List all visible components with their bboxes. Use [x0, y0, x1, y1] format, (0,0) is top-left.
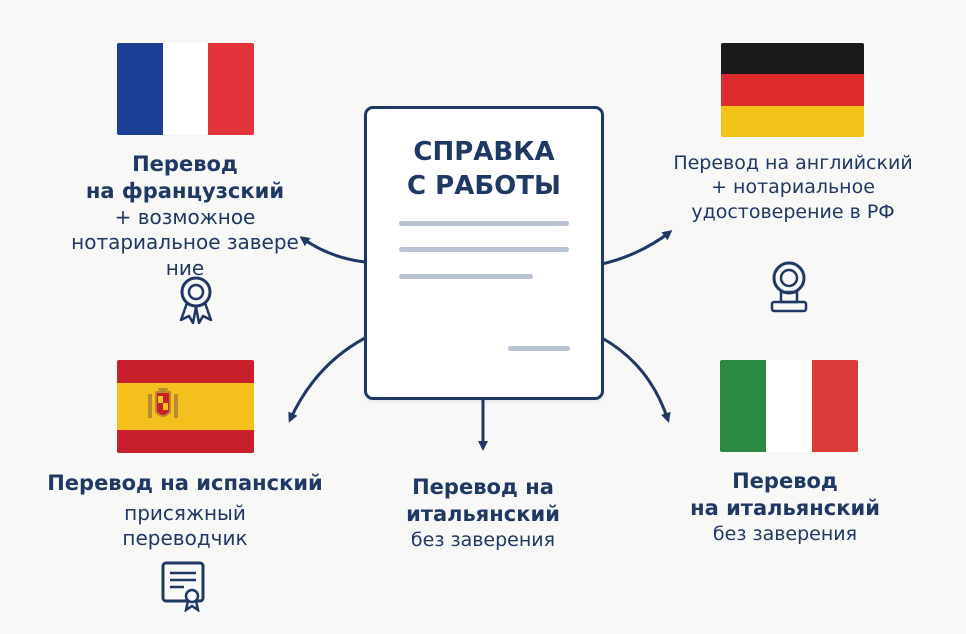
document-title-line2: С РАБОТЫ — [407, 171, 561, 202]
arrow-to-italy — [601, 336, 671, 423]
spain-caption-line: присяжный — [124, 500, 246, 525]
center-caption: Перевод на итальянский без заверения — [333, 474, 633, 552]
germany-caption: Перевод на английский + нотариальное удо… — [638, 151, 948, 224]
flag-stripe — [117, 383, 254, 430]
france-flag — [117, 43, 254, 135]
certificate-icon — [161, 561, 205, 612]
flag-stripe — [721, 74, 864, 106]
germany-flag — [721, 43, 864, 137]
spain-caption: Перевод на испанский присяжный переводчи… — [30, 470, 340, 552]
italy-caption-line: Перевод — [732, 469, 838, 493]
germany-caption-line: удостоверение в РФ — [691, 200, 895, 223]
document-title-line1: СПРАВКА — [413, 137, 555, 167]
center-caption-line: итальянский — [406, 501, 560, 526]
spain-flag — [117, 360, 254, 453]
document-signature-line — [508, 346, 570, 351]
flag-stripe — [117, 43, 163, 135]
flag-stripe — [208, 43, 254, 135]
center-caption-line: без заверения — [410, 528, 556, 551]
france-caption-line: + возможное — [114, 204, 256, 229]
arrow-to-germany — [601, 230, 673, 266]
germany-caption-line: Перевод на английский — [673, 152, 913, 174]
france-caption-line: Перевод — [132, 152, 238, 176]
flag-stripe — [721, 105, 864, 137]
flag-stripe — [117, 429, 254, 453]
document-card: СПРАВКА С РАБОТЫ — [364, 106, 604, 400]
flag-stripe — [812, 360, 858, 452]
flag-stripe — [766, 360, 812, 452]
award-ribbon-icon — [179, 276, 213, 324]
germany-caption-line: + нотариальное — [711, 176, 875, 199]
flag-stripe — [720, 360, 766, 452]
arrow-to-spain — [288, 336, 366, 423]
center-caption-line: Перевод на — [412, 475, 554, 499]
document-text-line — [399, 221, 569, 226]
seal-stamp-icon — [770, 261, 808, 313]
france-caption-line: ние — [165, 255, 205, 280]
arrow-to-france — [299, 236, 366, 264]
france-caption: Перевод на французский + возможное нотар… — [30, 151, 340, 282]
coat-of-arms-icon — [148, 388, 178, 418]
document-text-line — [399, 247, 569, 252]
france-caption-line: на французский — [85, 178, 285, 203]
italy-caption-line: без заверения — [712, 522, 858, 545]
document-text-line — [399, 274, 533, 279]
document-title: СПРАВКА С РАБОТЫ — [367, 135, 601, 204]
spain-caption-line: переводчик — [122, 526, 248, 551]
france-caption-line: нотариальное заверe — [71, 230, 299, 255]
flag-stripe — [721, 43, 864, 75]
italy-flag — [720, 360, 858, 452]
italy-caption-line: на итальянский — [690, 495, 880, 520]
italy-caption: Перевод на итальянский без заверения — [630, 468, 940, 546]
spain-caption-line: Перевод на испанский — [47, 471, 323, 495]
flag-stripe — [117, 360, 254, 384]
flag-stripe — [162, 43, 209, 135]
